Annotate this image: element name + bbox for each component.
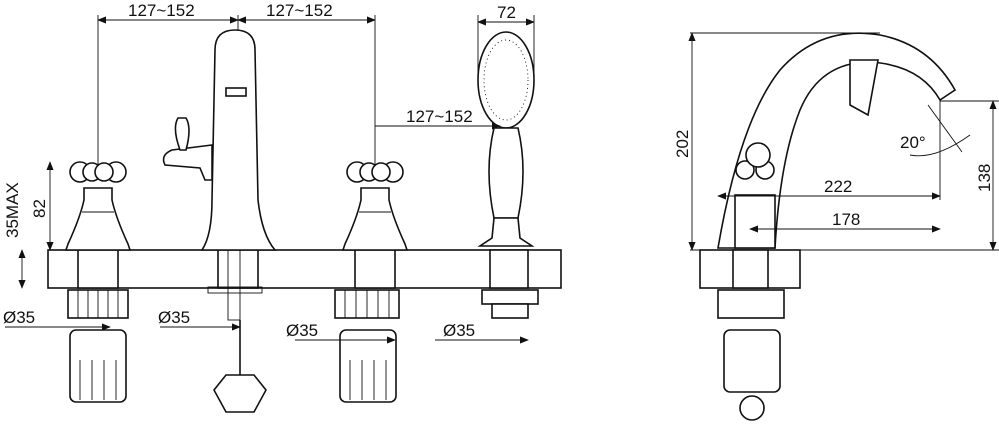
dimension-lines <box>5 15 999 344</box>
countertop-front <box>47 249 562 289</box>
dim-hole-2: Ø35 <box>158 308 190 327</box>
dim-hole-3: Ø35 <box>286 321 318 340</box>
dim-spout-height: 138 <box>975 164 994 192</box>
dim-shower-spacing: 127~152 <box>406 107 473 126</box>
dim-handle-height: 82 <box>30 199 49 218</box>
dim-total-height: 202 <box>673 130 692 158</box>
dimension-labels: 127~152 127~152 72 127~152 82 35MAX Ø35 … <box>3 1 994 340</box>
dim-counter-max: 35MAX <box>3 182 22 238</box>
dim-top-left: 127~152 <box>128 1 195 20</box>
dim-hole-4: Ø35 <box>443 321 475 340</box>
hand-shower <box>477 31 539 319</box>
dim-top-right: 127~152 <box>266 1 333 20</box>
dim-spout-angle: 20° <box>900 133 926 152</box>
center-spout <box>162 29 277 413</box>
right-cross-handle <box>334 161 409 403</box>
countertop-side <box>699 249 801 289</box>
left-cross-handle <box>64 161 132 403</box>
dim-shower-head: 72 <box>497 3 516 22</box>
dim-reach-outer: 222 <box>824 177 852 196</box>
dim-hole-1: Ø35 <box>3 308 35 327</box>
dim-reach-inner: 178 <box>832 210 860 229</box>
